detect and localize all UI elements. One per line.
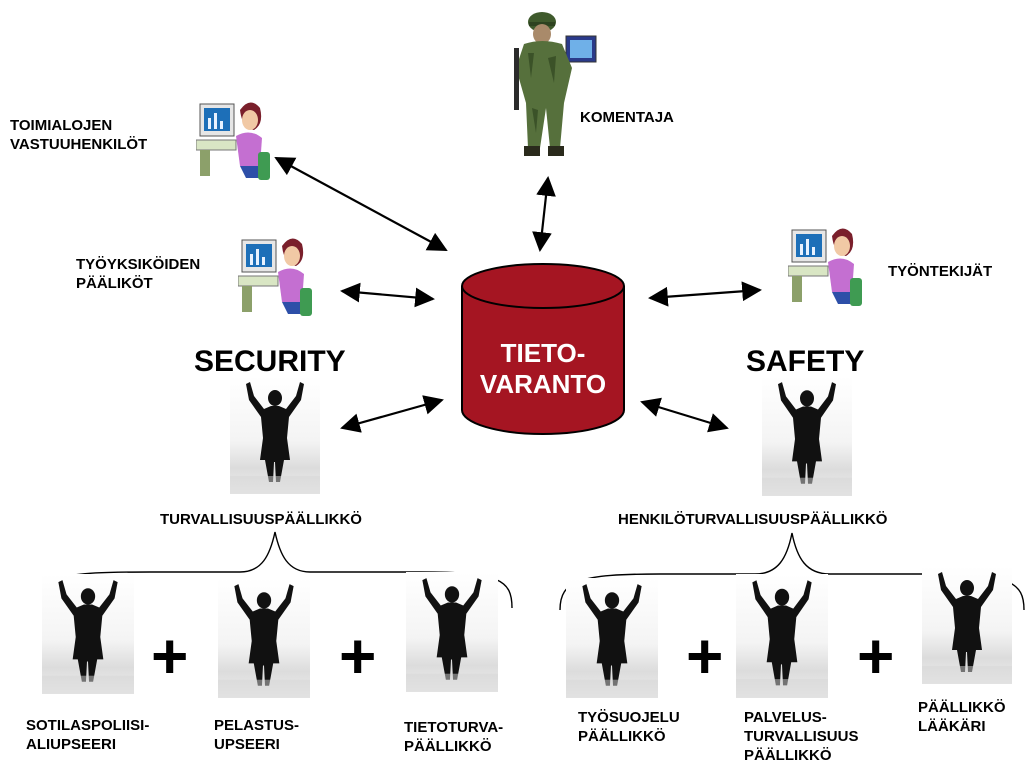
- arrow-tyontekijat: [648, 281, 762, 307]
- member-label-line: UPSEERI: [214, 736, 280, 753]
- database-label-line1: TIETO-: [500, 338, 586, 368]
- member-label-line: PELASTUS-: [214, 717, 300, 734]
- database-label-line2: VARANTO: [479, 369, 607, 399]
- toimialojen-label-line1: TOIMIALOJEN: [10, 117, 113, 134]
- safety-member-photo: [922, 566, 1012, 684]
- arrow-komentaja: [532, 176, 556, 252]
- office-worker-icon: [196, 102, 270, 180]
- security-member-photo: [42, 574, 134, 694]
- member-label-line: SOTILASPOLIISI-: [26, 717, 150, 734]
- security-lead-label: TURVALLISUUSPÄÄLLIKKÖ: [160, 511, 362, 528]
- arrow-tyoyksikoiden: [340, 282, 435, 308]
- plus-sign: +: [857, 620, 895, 692]
- member-label-line: PÄÄLLIKKÖ: [918, 699, 1006, 716]
- member-label-line: ALIUPSEERI: [26, 736, 117, 753]
- security-member-photo: [406, 572, 498, 692]
- tietovaranto-database: [461, 263, 625, 435]
- plus-sign: +: [151, 620, 189, 692]
- member-label-line: TIETOTURVA-: [404, 719, 504, 736]
- arrow-security: [340, 395, 444, 433]
- member-label-line: LÄÄKÄRI: [918, 718, 986, 735]
- tyoyksikoiden-label-line1: TYÖYKSIKÖIDEN: [76, 256, 201, 273]
- komentaja-label: KOMENTAJA: [580, 109, 674, 126]
- safety-member-photo: [736, 574, 828, 698]
- member-label-line: PÄÄLLIKKÖ: [578, 728, 666, 745]
- plus-sign: +: [339, 620, 377, 692]
- tyoyksikoiden-label-line2: PÄÄLIKÖT: [76, 275, 153, 292]
- member-label-line: TURVALLISUUS: [744, 728, 859, 745]
- security-member-photo: [218, 578, 310, 698]
- safety-member-photo: [566, 578, 658, 698]
- member-label-line: TYÖSUOJELU: [578, 709, 680, 726]
- arrow-toimialojen: [274, 157, 448, 251]
- security-lead-photo: [230, 376, 320, 494]
- safety-lead-label: HENKILÖTURVALLISUUSPÄÄLLIKKÖ: [618, 511, 888, 528]
- security-heading: SECURITY: [194, 345, 346, 378]
- safety-lead-photo: [762, 376, 852, 496]
- toimialojen-label-line2: VASTUUHENKILÖT: [10, 136, 148, 153]
- member-label-line: PÄÄLLIKKÖ: [404, 738, 492, 755]
- plus-sign: +: [686, 620, 724, 692]
- arrow-safety: [640, 397, 729, 433]
- office-worker-icon: [238, 238, 312, 316]
- member-label-line: PALVELUS-: [744, 709, 827, 726]
- safety-heading: SAFETY: [746, 345, 865, 378]
- soldier-icon: [514, 12, 597, 156]
- member-label-line: PÄÄLLIKKÖ: [744, 747, 832, 764]
- office-worker-icon: [788, 228, 862, 306]
- tyontekijat-label: TYÖNTEKIJÄT: [888, 263, 993, 280]
